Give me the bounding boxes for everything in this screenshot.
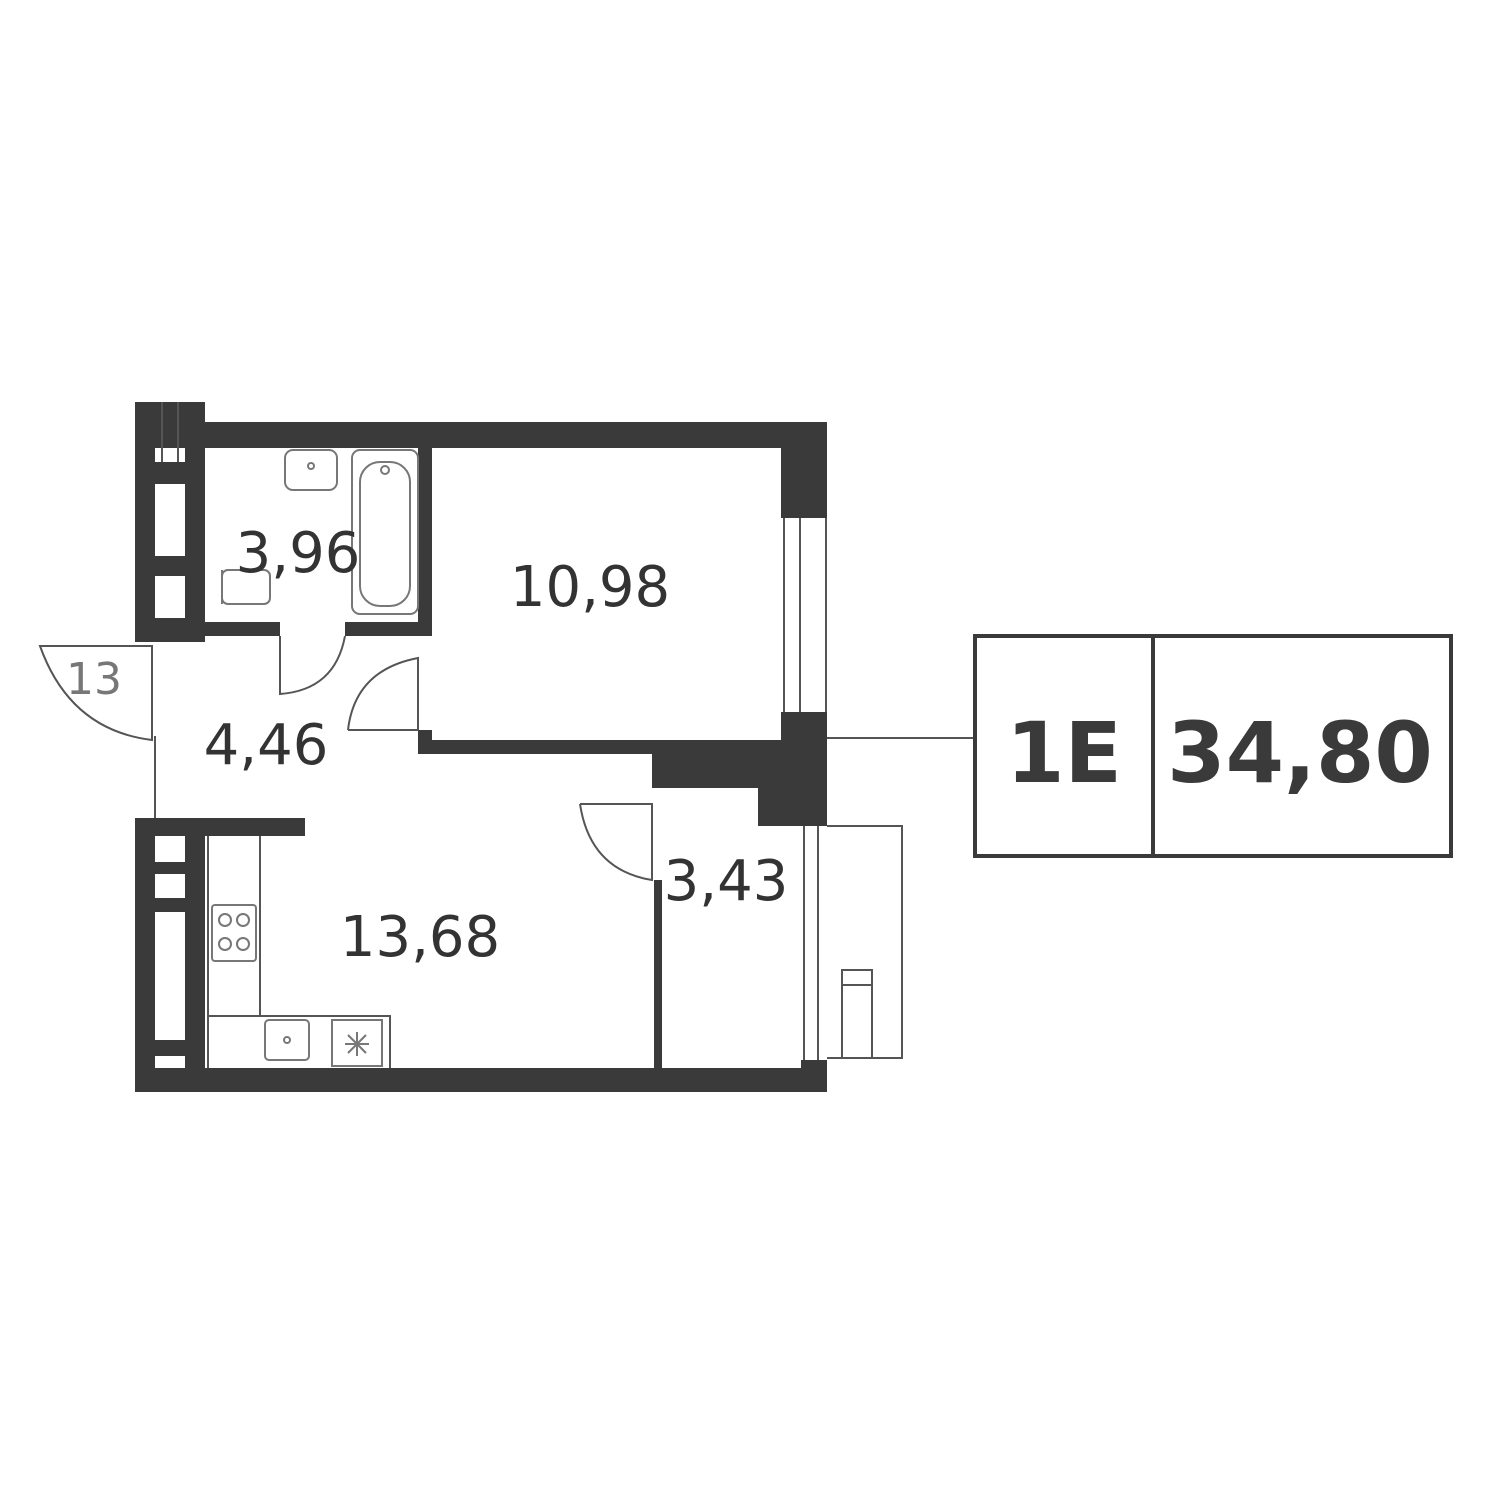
room-area-kitchen: 13,68 [340, 905, 500, 970]
interior-walls [205, 448, 781, 1068]
doors [38, 635, 653, 882]
sink-icon [284, 449, 338, 491]
room-area-hallway: 4,46 [204, 713, 329, 778]
thin-lines [154, 402, 975, 1068]
room-area-bathroom: 3,96 [236, 521, 361, 586]
outer-walls [135, 402, 827, 1092]
bathroom-fixtures [221, 449, 419, 615]
apartment-type: 1E [1006, 704, 1122, 802]
appliance-icon [331, 1019, 383, 1067]
apartment-total-area: 34,80 [1167, 704, 1433, 802]
entrance-number: 13 [66, 654, 122, 705]
kitchen-fixtures [211, 904, 383, 1067]
room-area-bedroom: 10,98 [510, 555, 670, 620]
apartment-badge: 1E 34,80 [973, 634, 1453, 858]
room-area-balcony: 3,43 [664, 849, 789, 914]
bathtub-icon [351, 449, 419, 615]
kitchen-sink-icon [264, 1019, 310, 1061]
stove-icon [211, 904, 257, 962]
